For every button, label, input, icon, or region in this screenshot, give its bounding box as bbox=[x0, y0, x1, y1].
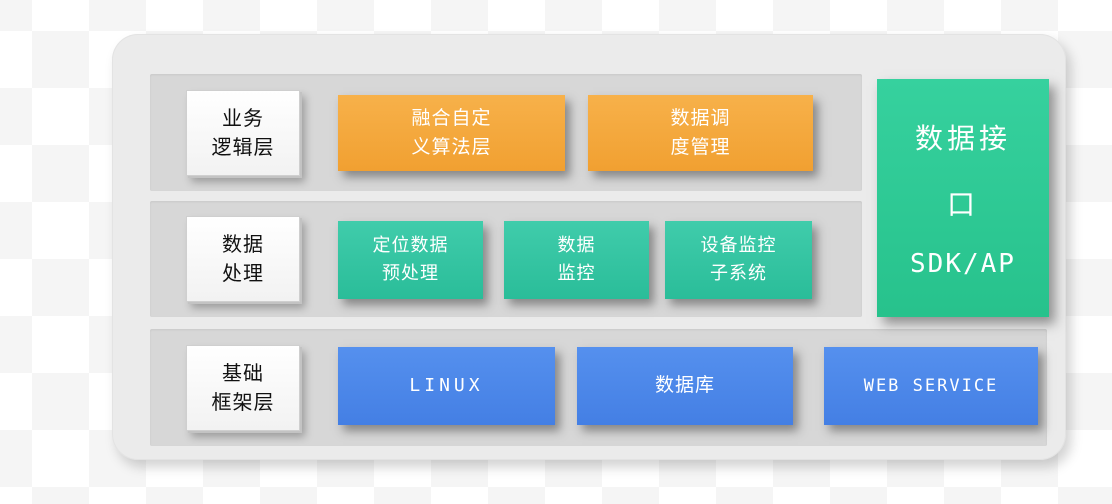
box-text-line: WEB SERVICE bbox=[863, 375, 999, 396]
box-text-line: 度管理 bbox=[670, 136, 731, 158]
architecture-panel: 业务 逻辑层 数据 处理 基础 框架层 融合自定 义算法层 数据调 度管理 定位… bbox=[112, 34, 1066, 460]
box-positioning-data-preprocess: 定位数据 预处理 bbox=[338, 221, 483, 299]
label-line: 框架层 bbox=[211, 390, 275, 414]
box-text-line: 融合自定 bbox=[411, 106, 492, 129]
box-text-line: 口 bbox=[946, 188, 979, 221]
label-line: 处理 bbox=[222, 261, 264, 285]
box-text-line: 数据库 bbox=[654, 374, 715, 397]
box-text-line: 数据 bbox=[557, 235, 596, 257]
box-text-line: 定位数据 bbox=[372, 235, 449, 257]
label-business-logic-layer: 业务 逻辑层 bbox=[186, 90, 300, 176]
box-text-line: 数据调 bbox=[670, 106, 731, 129]
box-fusion-custom-algorithm-layer: 融合自定 义算法层 bbox=[338, 95, 565, 171]
label-line: 基础 bbox=[222, 361, 264, 385]
box-text-line: 义算法层 bbox=[411, 136, 492, 158]
box-linux: LINUX bbox=[338, 347, 555, 425]
label-data-processing: 数据 处理 bbox=[186, 216, 300, 302]
box-data-monitoring: 数据 监控 bbox=[504, 221, 649, 299]
box-text-line: 数据接 bbox=[914, 122, 1011, 155]
box-text-line: SDK/AP bbox=[910, 249, 1016, 279]
box-database: 数据库 bbox=[577, 347, 793, 425]
label-line: 逻辑层 bbox=[211, 135, 275, 159]
box-web-service: WEB SERVICE bbox=[824, 347, 1038, 425]
box-device-monitoring-subsystem: 设备监控 子系统 bbox=[665, 221, 812, 299]
box-text-line: 设备监控 bbox=[700, 235, 777, 257]
box-data-interface-sdk-api: 数据接 口 SDK/AP bbox=[877, 79, 1049, 317]
box-data-scheduling-management: 数据调 度管理 bbox=[588, 95, 813, 171]
label-line: 业务 bbox=[222, 106, 264, 130]
box-text-line: 监控 bbox=[557, 263, 596, 284]
label-base-framework-layer: 基础 框架层 bbox=[186, 345, 300, 431]
box-text-line: LINUX bbox=[409, 375, 484, 397]
label-line: 数据 bbox=[222, 232, 264, 256]
box-text-line: 子系统 bbox=[710, 263, 767, 284]
box-text-line: 预处理 bbox=[382, 263, 439, 284]
